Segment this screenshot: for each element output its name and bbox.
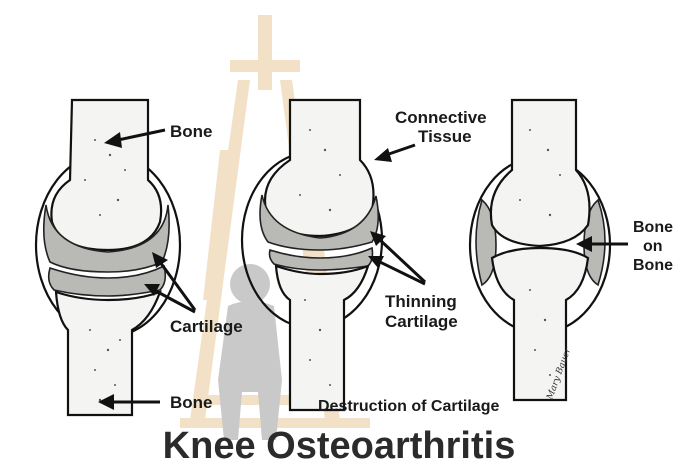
label-bone-bottom: Bone (170, 393, 213, 412)
lower-bone (492, 248, 588, 400)
label-bone-top: Bone (170, 122, 213, 141)
page-title: Knee Osteoarthritis (163, 425, 516, 467)
person-silhouette-watermark-icon (218, 264, 282, 440)
lower-bone (56, 292, 160, 415)
arrow-connective-tissue (386, 145, 415, 155)
arrowhead (374, 148, 392, 162)
label-connective: Connective (395, 108, 487, 127)
label-bone-on-bone-2: on (643, 238, 663, 255)
arrow-thinning-2 (380, 262, 425, 284)
label-thinning-cartilage: Cartilage (385, 312, 458, 331)
lower-bone (276, 266, 368, 410)
label-tissue: Tissue (418, 127, 472, 146)
label-thinning: Thinning (385, 292, 457, 311)
arrow-thinning-1 (380, 240, 425, 282)
label-bone-on-bone-3: Bone (633, 257, 673, 274)
label-destruction: Destruction of Cartilage (318, 398, 499, 415)
label-bone-on-bone-1: Bone (633, 219, 673, 236)
upper-bone (51, 100, 161, 250)
upper-bone (265, 100, 374, 236)
label-cartilage: Cartilage (170, 317, 243, 336)
upper-bone (491, 100, 590, 246)
